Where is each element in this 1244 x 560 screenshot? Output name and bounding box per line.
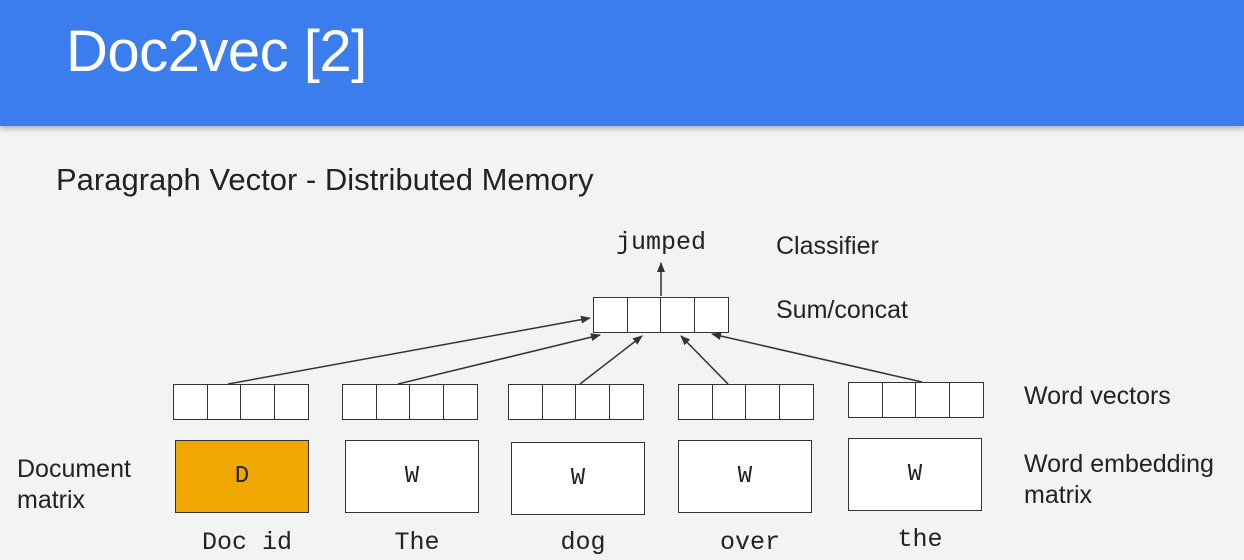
- vector-cell: [881, 382, 917, 418]
- vector-cell: [678, 384, 713, 420]
- caption-the: The: [394, 528, 440, 557]
- vector-cell: [608, 384, 644, 420]
- vector-cell: [240, 384, 275, 420]
- slide-title: Doc2vec [2]: [66, 19, 367, 84]
- vector-cell: [745, 384, 780, 420]
- label-line: Word embedding: [1024, 450, 1214, 478]
- word-vector-dog: [508, 384, 644, 420]
- vector-cell: [409, 384, 444, 420]
- vector-cell: [593, 297, 628, 333]
- caption-the-2: the: [897, 525, 943, 554]
- caption-over: over: [719, 528, 780, 557]
- document-matrix: D: [175, 440, 309, 513]
- word-matrix-the: W: [345, 440, 479, 513]
- word-vector-the: [342, 384, 478, 420]
- vector-cell: [778, 384, 814, 420]
- arrow-doc-vector: [227, 315, 591, 385]
- vector-cell: [711, 384, 747, 420]
- vector-cell: [541, 384, 577, 420]
- vector-cell: [693, 297, 729, 333]
- arrow-dog-vector: [579, 335, 643, 385]
- caption-doc-id: Doc id: [201, 528, 292, 557]
- vector-cell: [575, 384, 610, 420]
- label-document-matrix: Document matrix: [17, 454, 131, 516]
- vector-cell: [173, 384, 208, 420]
- label-sum-concat: Sum/concat: [776, 296, 909, 324]
- vector-cell: [442, 384, 478, 420]
- matrix-symbol: W: [570, 465, 586, 492]
- word-vector-the-2: [848, 382, 984, 418]
- matrix-symbol: W: [907, 461, 923, 488]
- arrow-the2-vector: [711, 332, 923, 383]
- vector-cell: [915, 382, 950, 418]
- matrix-symbol: W: [737, 463, 753, 490]
- sum-concat-vector: [593, 297, 729, 333]
- vector-cell: [660, 297, 695, 333]
- matrix-symbol: D: [234, 463, 250, 490]
- label-classifier: Classifier: [776, 232, 879, 260]
- label-line: matrix: [17, 486, 86, 514]
- word-matrix-over: W: [678, 440, 812, 513]
- vector-cell: [206, 384, 242, 420]
- arrow-over-vector: [680, 335, 729, 385]
- matrix-symbol: W: [404, 463, 420, 490]
- slide-header: Doc2vec [2]: [0, 0, 1244, 126]
- label-word-embedding-matrix: Word embedding matrix: [1024, 449, 1214, 511]
- label-word-vectors: Word vectors: [1024, 382, 1171, 410]
- label-line: matrix: [1024, 481, 1093, 509]
- slide-subtitle: Paragraph Vector - Distributed Memory: [56, 162, 594, 197]
- arrow-the-vector: [397, 333, 601, 385]
- doc-vector: [173, 384, 309, 420]
- vector-cell: [626, 297, 662, 333]
- vector-cell: [848, 382, 883, 418]
- output-word: jumped: [615, 228, 706, 257]
- vector-cell: [273, 384, 309, 420]
- label-line: Document: [17, 455, 131, 483]
- caption-dog: dog: [560, 528, 606, 557]
- vector-cell: [948, 382, 984, 418]
- vector-cell: [342, 384, 377, 420]
- word-vector-over: [678, 384, 814, 420]
- word-matrix-dog: W: [511, 442, 645, 515]
- word-matrix-the-2: W: [848, 438, 982, 511]
- vector-cell: [375, 384, 411, 420]
- vector-cell: [508, 384, 543, 420]
